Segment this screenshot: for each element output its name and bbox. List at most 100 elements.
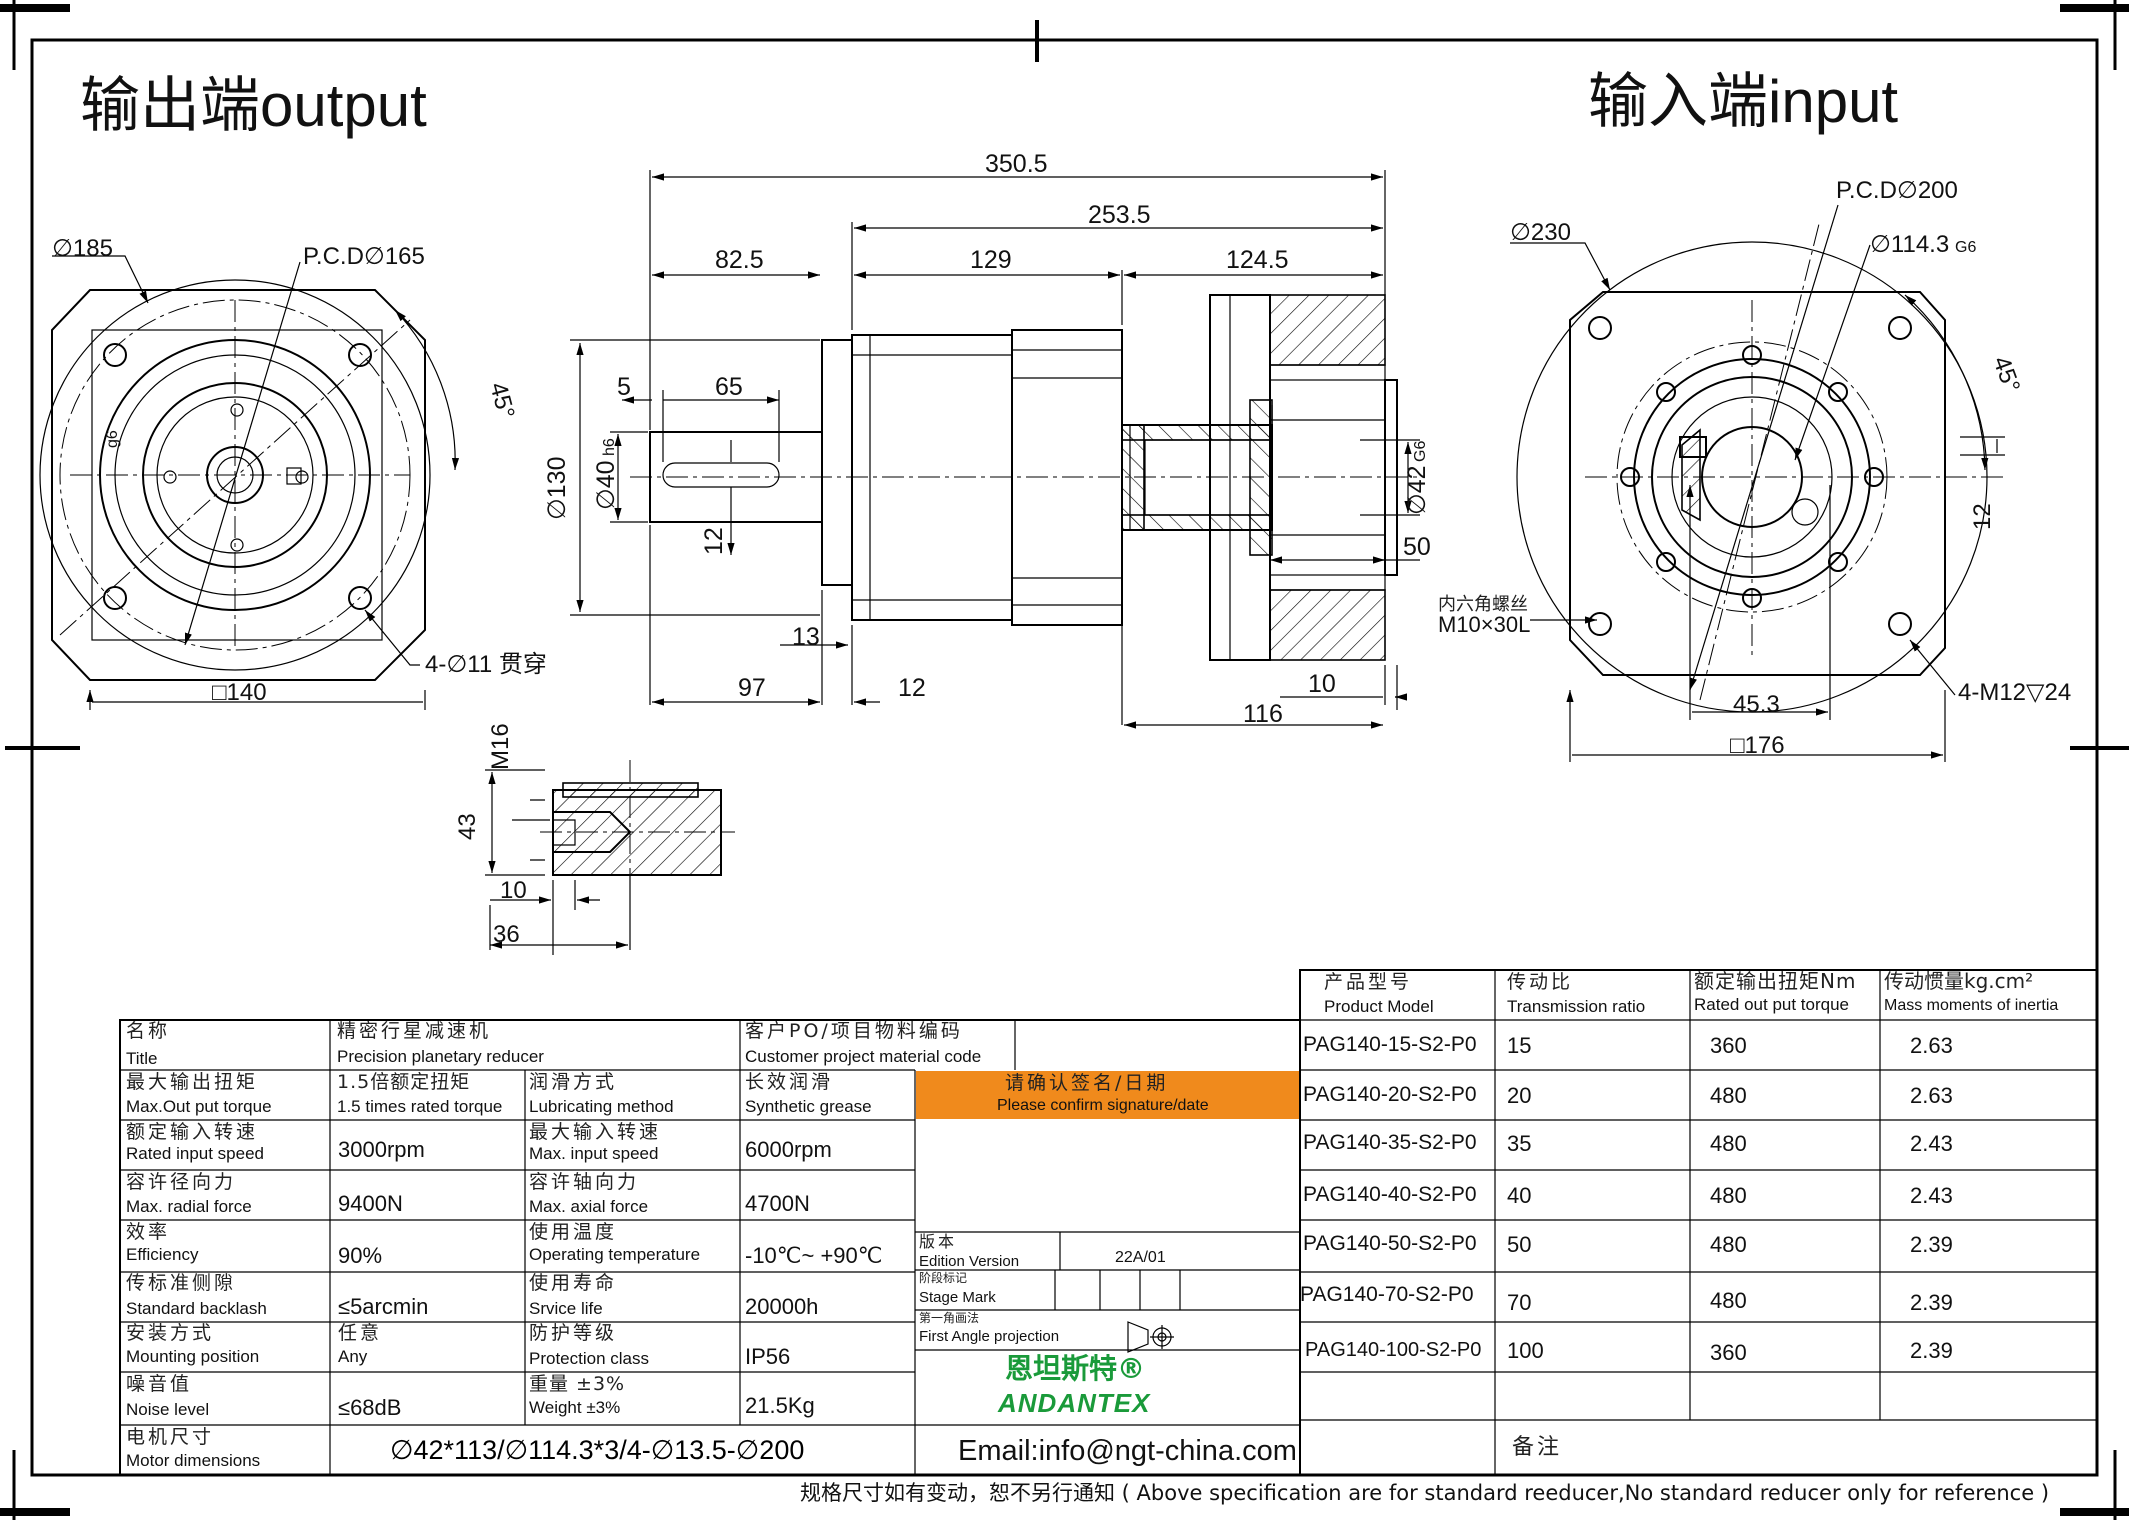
in-12-label: 12	[1969, 503, 1996, 530]
out-holes-label: 4-∅11 贯穿	[425, 651, 547, 678]
row6-b-val: 21.5Kg	[745, 1393, 815, 1418]
row3-b-val: -10℃~ +90℃	[745, 1243, 883, 1268]
stage-en: Stage Mark	[919, 1289, 996, 1306]
screw-cn-label: 内六角螺丝	[1438, 594, 1528, 615]
det-10-label: 10	[500, 877, 527, 904]
motor-val: ∅42*113/∅114.3*3/4-∅13.5-∅200	[390, 1435, 805, 1465]
row3-b-cn: 使用温度	[529, 1221, 618, 1243]
row5-b-cn: 防护等级	[529, 1322, 618, 1344]
dim-253: 253.5	[1088, 201, 1151, 229]
ratio-3: 40	[1507, 1183, 1532, 1208]
brand-cn: 恩坦斯特®	[1005, 1352, 1146, 1385]
proj-cn: 第一角画法	[919, 1311, 980, 1325]
torque-6: 360	[1710, 1340, 1747, 1365]
dim-350: 350.5	[985, 150, 1048, 178]
row4-a-cn: 传标准侧隙	[126, 1272, 237, 1294]
dim-12b: 12	[898, 674, 926, 702]
output-heading: 输出端output	[80, 72, 427, 139]
edition-cn: 版本	[919, 1232, 958, 1251]
inertia-1: 2.63	[1910, 1083, 1953, 1108]
row2-b-cn: 容许轴向力	[529, 1171, 640, 1193]
m16-detail-view: M16 43 10 36	[454, 723, 735, 955]
title-block-grid	[119, 969, 2098, 1476]
row5-b-val: IP56	[745, 1344, 791, 1369]
h-inertia-en: Mass moments of inertia	[1884, 997, 2059, 1014]
confirm-cn: 请确认签名/日期	[1005, 1072, 1169, 1094]
in-phi114-label: ∅114.3	[1870, 231, 1949, 258]
in-pcd-label: P.C.D∅200	[1836, 177, 1958, 204]
row2-a-en: Max. radial force	[126, 1197, 252, 1216]
row1-b-val: 6000rpm	[745, 1137, 832, 1162]
row6-a-en: Noise level	[126, 1400, 210, 1419]
in-phi114-tol: G6	[1955, 239, 1976, 256]
row6-b-cn: 重量 ±3%	[529, 1373, 626, 1395]
row0-a-en: Max.Out put torque	[126, 1097, 272, 1116]
h-torque-en: Rated out put torque	[1694, 995, 1850, 1014]
dim-5: 5	[617, 373, 631, 401]
dim-phi40-tol: h6	[601, 438, 618, 456]
dim-124: 124.5	[1226, 246, 1289, 274]
title-en: Title	[126, 1049, 158, 1068]
h-inertia-cn: 传动惯量kg.cm²	[1884, 969, 2034, 993]
dim-116: 116	[1243, 700, 1283, 728]
inertia-2: 2.43	[1910, 1131, 1953, 1156]
ratio-4: 50	[1507, 1232, 1532, 1257]
dim-phi40: ∅40	[592, 460, 620, 510]
out-phi185-label: ∅185	[52, 235, 113, 262]
out-sq140-label: □140	[212, 679, 267, 706]
inertia-3: 2.43	[1910, 1183, 1953, 1208]
row5-a-val-en: Any	[338, 1347, 368, 1366]
model-2: PAG140-35-S2-P0	[1303, 1131, 1477, 1154]
in-phi230-label: ∅230	[1510, 219, 1571, 246]
motor-en: Motor dimensions	[126, 1451, 261, 1470]
model-3: PAG140-40-S2-P0	[1303, 1183, 1477, 1206]
model-1: PAG140-20-S2-P0	[1303, 1083, 1477, 1106]
name-en: Precision planetary reducer	[337, 1047, 544, 1066]
dim-97: 97	[738, 674, 766, 702]
torque-0: 360	[1710, 1033, 1747, 1058]
row4-b-en: Srvice life	[529, 1299, 603, 1318]
row5-a-cn: 安装方式	[126, 1322, 215, 1344]
inertia-6: 2.39	[1910, 1338, 1953, 1363]
ratio-5: 70	[1507, 1290, 1532, 1315]
h-torque-cn: 额定输出扭矩Nm	[1694, 969, 1857, 993]
ratio-1: 20	[1507, 1083, 1532, 1108]
row4-a-val: ≤5arcmin	[338, 1294, 429, 1319]
row5-a-val-cn: 任意	[338, 1322, 383, 1344]
out-pcd-label: P.C.D∅165	[303, 243, 425, 270]
in-sq176-label: □176	[1730, 732, 1785, 759]
dim-10: 10	[1308, 670, 1336, 698]
dim-50: 50	[1403, 533, 1431, 561]
det-36-label: 36	[493, 921, 520, 948]
row1-a-cn: 额定输入转速	[126, 1121, 259, 1143]
side-view: 350.5 253.5 82.5 129 124.5 5 65 12 13 97…	[104, 150, 1431, 729]
inertia-4: 2.39	[1910, 1232, 1953, 1257]
stage-cn: 阶段标记	[919, 1271, 968, 1285]
row0-a-val-cn: 1.5倍额定扭矩	[337, 1071, 471, 1093]
output-flange-view: ∅185 P.C.D∅165 45° 4-∅11 贯穿 □140	[39, 235, 547, 710]
row0-b-val-cn: 长效润滑	[745, 1071, 834, 1093]
row0-a-val-en: 1.5 times rated torque	[337, 1097, 503, 1116]
ratio-2: 35	[1507, 1131, 1532, 1156]
row2-a-cn: 容许径向力	[126, 1171, 237, 1193]
inertia-5: 2.39	[1910, 1290, 1953, 1315]
model-0: PAG140-15-S2-P0	[1303, 1033, 1477, 1056]
row1-a-en: Rated input speed	[126, 1144, 264, 1163]
in-45-3-label: 45.3	[1733, 691, 1780, 718]
h-ratio-cn: 传动比	[1507, 971, 1574, 993]
torque-1: 480	[1710, 1083, 1747, 1108]
dim-phi42-tol: G6	[1412, 441, 1429, 462]
row5-b-en: Protection class	[529, 1349, 649, 1368]
row4-b-cn: 使用寿命	[529, 1272, 618, 1294]
input-flange-view: ∅230 P.C.D∅200 ∅114.3 G6 45° 12 45.3 4-M…	[1438, 177, 2071, 762]
model-6: PAG140-100-S2-P0	[1305, 1339, 1482, 1361]
row0-a-cn: 最大输出扭矩	[126, 1071, 259, 1093]
torque-5: 480	[1710, 1288, 1747, 1313]
row3-a-cn: 效率	[126, 1221, 171, 1243]
dim-phi130-tol: g6	[104, 430, 121, 448]
row4-b-val: 20000h	[745, 1294, 819, 1319]
row0-b-val-en: Synthetic grease	[745, 1097, 872, 1116]
dim-phi130: ∅130	[543, 457, 571, 521]
